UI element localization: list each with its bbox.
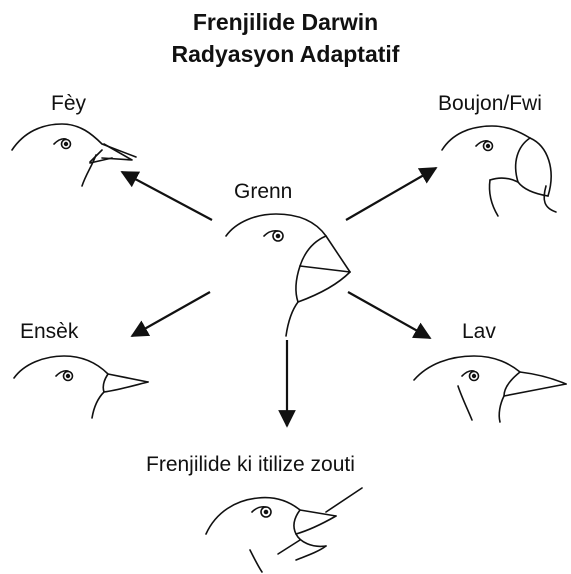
arrow-to-bud-fruit-finch xyxy=(345,167,438,221)
label-ensek: Ensèk xyxy=(20,320,79,343)
label-fey: Fèy xyxy=(51,92,87,115)
seed-finch-head xyxy=(225,213,351,337)
bud-fruit-finch-head xyxy=(441,125,557,217)
title-line-1: Frenjilide Darwin xyxy=(192,9,379,35)
arrow-to-insect-finch xyxy=(130,291,211,337)
arrow-to-larva-finch xyxy=(347,291,432,339)
label-lav: Lav xyxy=(462,320,496,343)
larva-finch-head xyxy=(413,355,567,423)
tool-using-finch-head xyxy=(205,487,363,573)
label-grenn: Grenn xyxy=(234,180,293,203)
label-boujon-fwi: Boujon/Fwi xyxy=(438,92,542,115)
title-line-2: Radyasyon Adaptatif xyxy=(171,41,400,67)
insect-finch-head xyxy=(13,355,149,419)
label-tool-using: Frenjilide ki itilize zouti xyxy=(146,453,355,476)
arrow-to-leaf-finch xyxy=(120,171,213,221)
leaf-finch-head xyxy=(11,123,137,187)
